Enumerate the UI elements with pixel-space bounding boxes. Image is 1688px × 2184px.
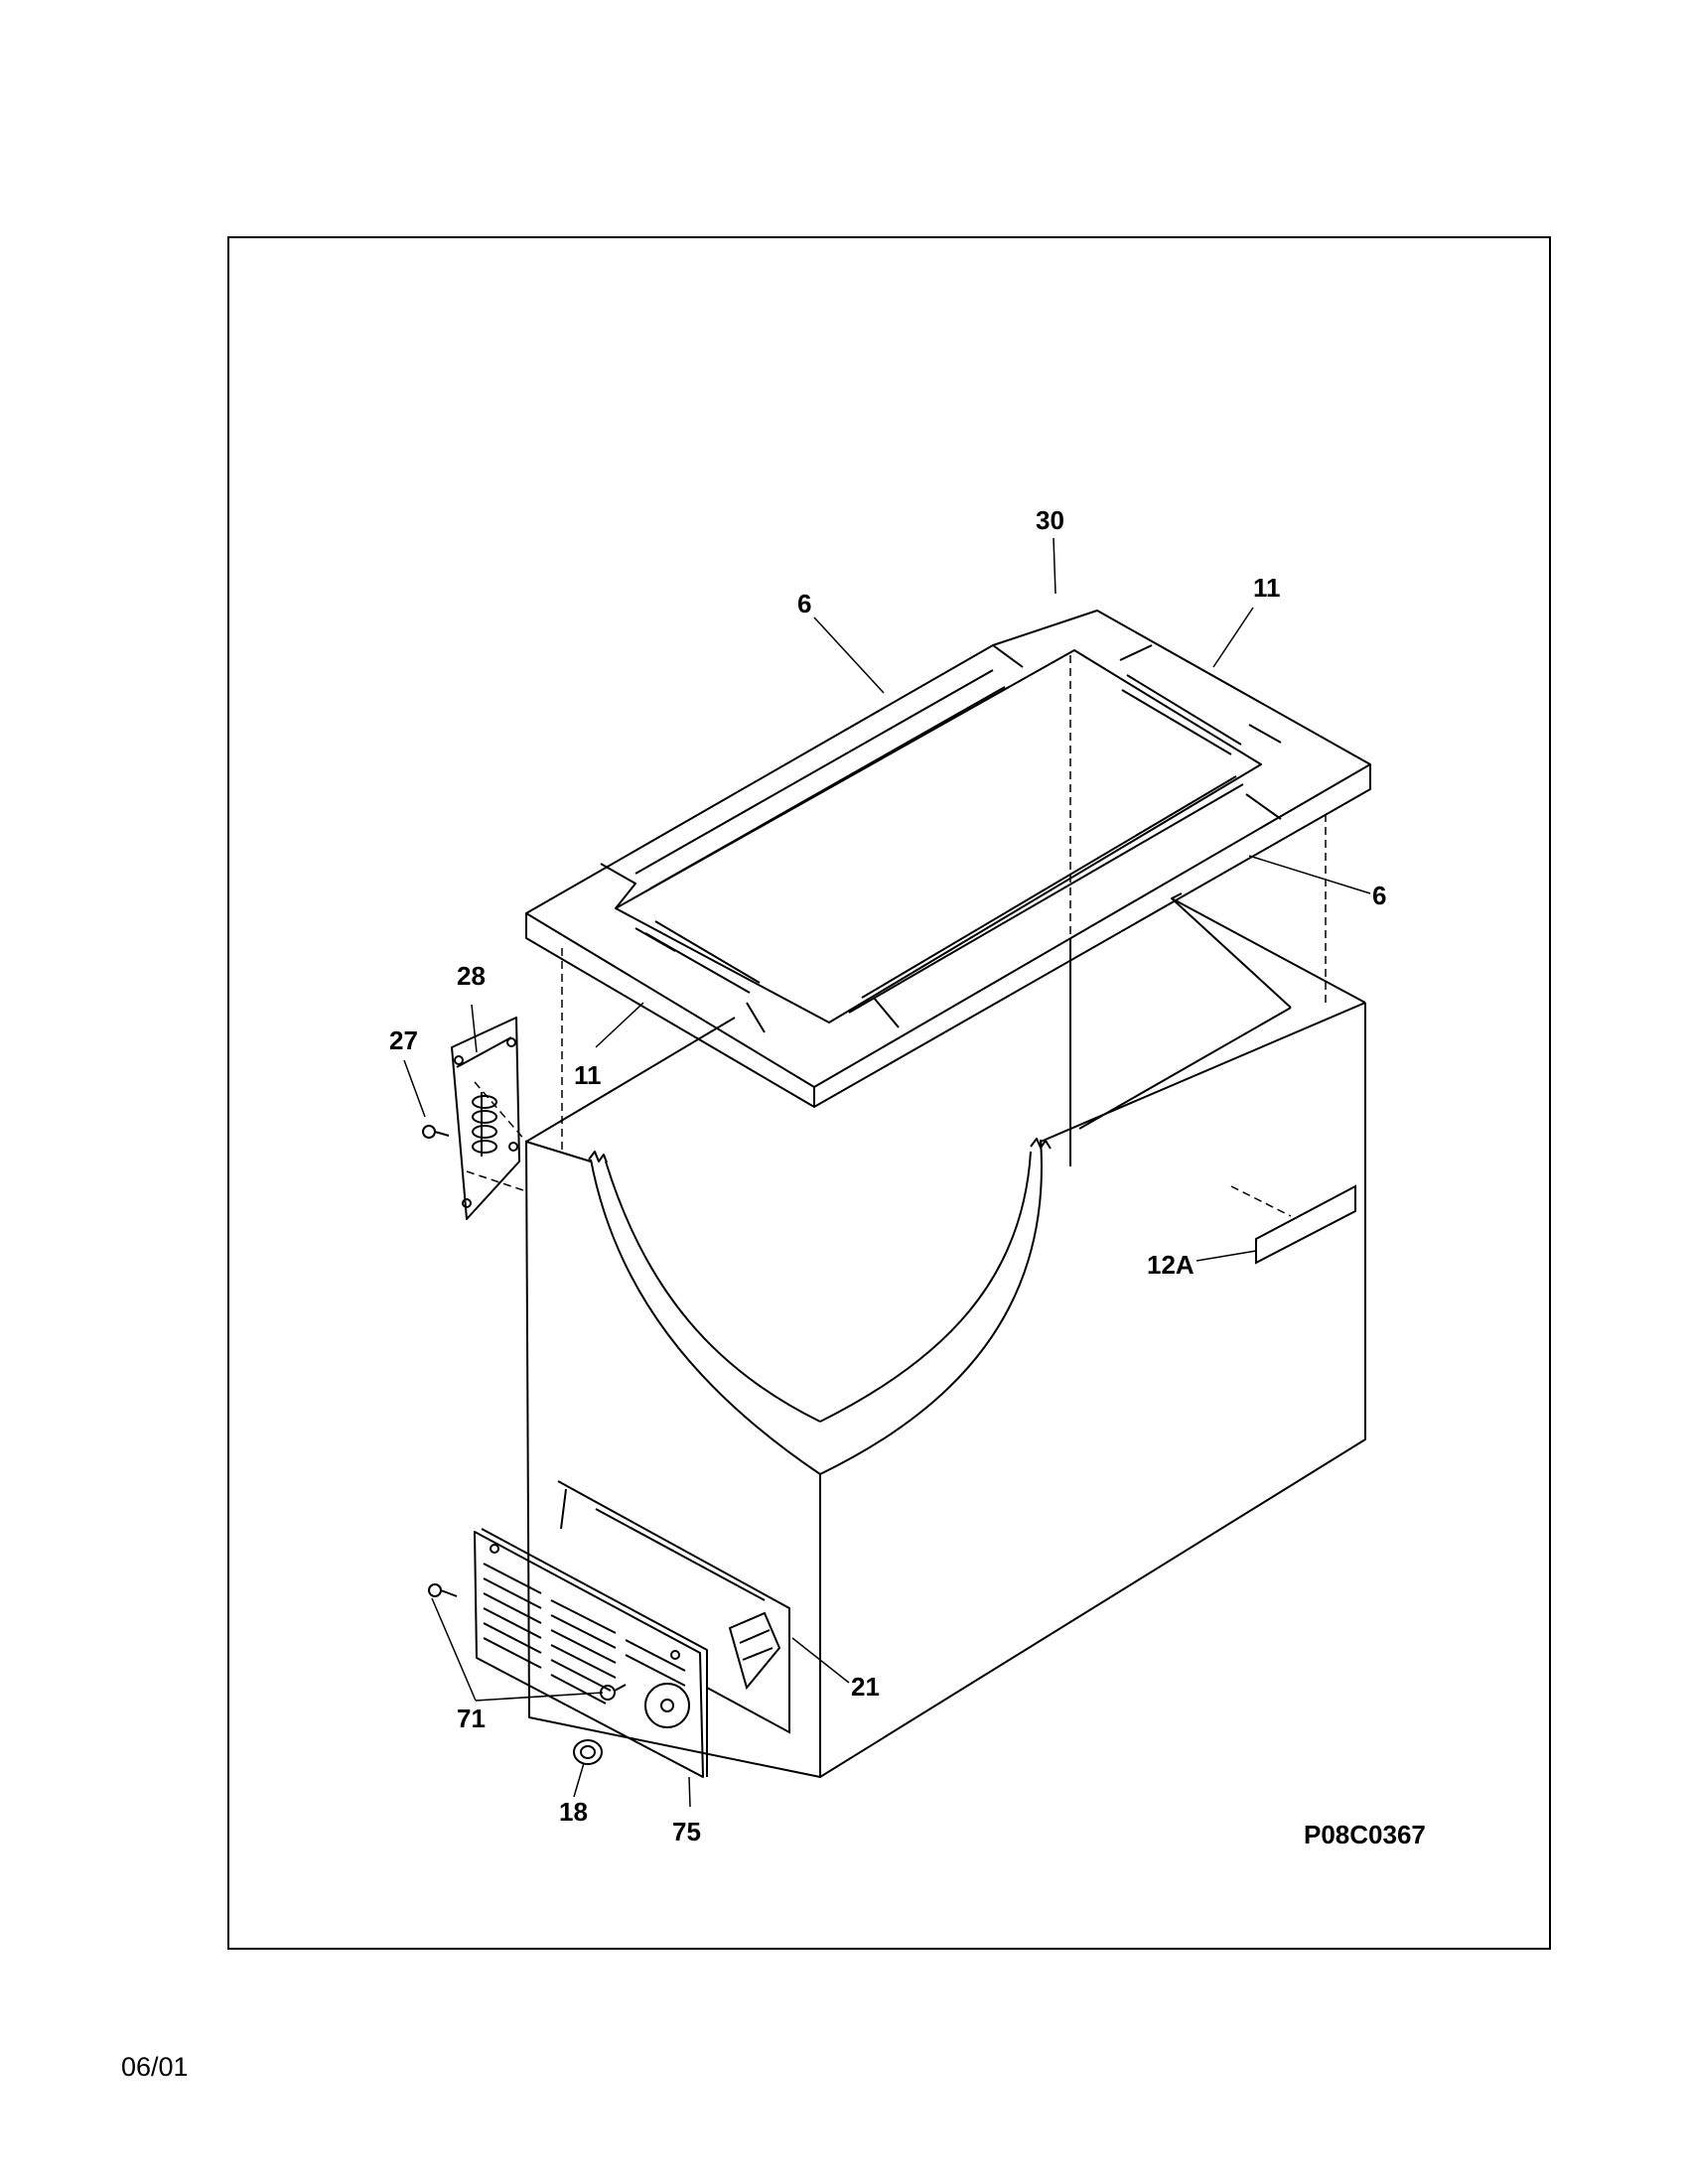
footer-date: 06/01	[121, 2052, 189, 2082]
callout-27: 27	[389, 1025, 418, 1055]
hinge-screw-part	[422, 1125, 450, 1139]
hinge-part	[451, 1017, 520, 1220]
callout-12a: 12A	[1147, 1250, 1195, 1280]
serial-label-part	[1255, 1184, 1356, 1265]
callout-28: 28	[457, 961, 486, 991]
diagram-border	[227, 236, 1551, 1950]
toe-grille-part	[474, 1528, 708, 1778]
callout-71: 71	[457, 1704, 486, 1733]
callout-21: 21	[851, 1672, 880, 1702]
callout-11-left: 11	[574, 1060, 602, 1090]
plug-button-part	[573, 1739, 603, 1765]
leader-lines	[403, 537, 1371, 1808]
freezer-cabinet	[525, 892, 1366, 1778]
breaker-strip-frame	[525, 610, 1371, 1108]
callout-11-top: 11	[1253, 573, 1281, 603]
callout-75: 75	[672, 1817, 701, 1846]
callout-6-right: 6	[1372, 881, 1386, 910]
drawing-number: P08C0367	[1304, 1820, 1426, 1849]
callout-18: 18	[559, 1797, 588, 1827]
alignment-lines	[466, 655, 1327, 1217]
callout-6-top: 6	[797, 589, 811, 618]
switch-part	[728, 1611, 781, 1691]
callout-30: 30	[1036, 505, 1064, 535]
grille-screw-part	[428, 1583, 627, 1701]
grille-mount-frame	[557, 1480, 790, 1734]
